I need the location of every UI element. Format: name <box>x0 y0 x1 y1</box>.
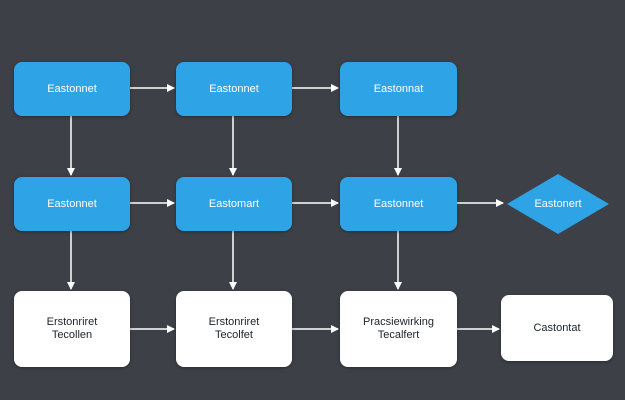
node-r2c4-label: Eastonert <box>534 197 582 210</box>
node-r1c3[interactable]: Eastonnat <box>340 62 457 116</box>
node-r2c2-label: Eastomart <box>208 197 260 210</box>
decision-diamond-shape <box>507 174 609 234</box>
node-r1c2-label: Eastonnet <box>209 82 259 95</box>
node-r1c1-label: Eastonnet <box>47 82 97 95</box>
node-r2c1-label: Eastonnet <box>47 197 97 210</box>
node-r3c3-label-line1: Pracsiewirking <box>363 316 434 328</box>
node-r3c4[interactable]: Castontat <box>501 295 613 361</box>
node-r2c3[interactable]: Eastonnet <box>340 177 457 231</box>
node-r3c2[interactable]: Erstonriret Tecolfet <box>176 291 292 367</box>
node-r2c3-label: Eastonnet <box>373 197 424 210</box>
node-r2c1[interactable]: Eastonnet <box>14 177 130 231</box>
node-r1c3-label: Eastonnat <box>373 82 424 95</box>
node-r3c1[interactable]: Erstonriret Tecollen <box>14 291 130 367</box>
node-r3c3[interactable]: Pracsiewirking Tecalfert <box>340 291 457 367</box>
node-r3c2-label-line1: Erstonriret <box>208 316 260 328</box>
node-r2c4-decision[interactable]: Eastonert <box>505 172 611 236</box>
node-r3c4-label: Castontat <box>533 321 581 334</box>
node-r1c2[interactable]: Eastonnet <box>176 62 292 116</box>
node-r2c2[interactable]: Eastomart <box>176 177 292 231</box>
node-r3c2-label-line2: Tecolfet <box>215 329 253 341</box>
node-r3c1-label-line1: Erstonriret <box>46 316 98 328</box>
node-r1c1[interactable]: Eastonnet <box>14 62 130 116</box>
node-r3c1-label-line2: Tecollen <box>51 329 93 341</box>
node-r3c3-label-line2: Tecalfert <box>377 329 420 341</box>
